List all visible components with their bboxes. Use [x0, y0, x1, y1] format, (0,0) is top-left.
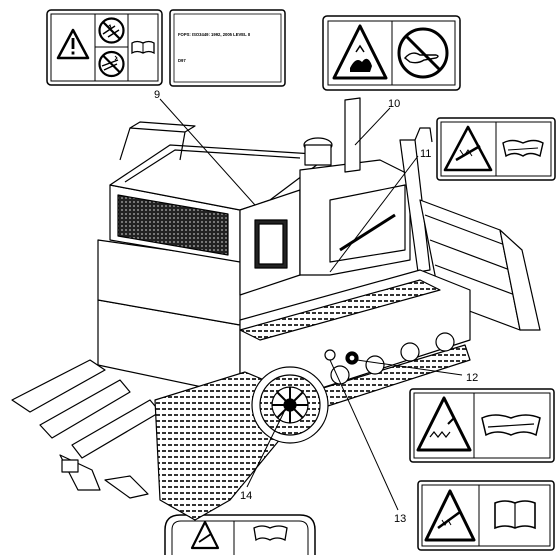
- hand-crush-warning-icon: [332, 24, 388, 80]
- callout-14: 14: [240, 490, 252, 502]
- callout-11: 11: [420, 148, 431, 160]
- spring-pressure-warning-icon: [416, 396, 472, 452]
- hand-manual-icon: [253, 525, 288, 542]
- bulldozer-drawing: [11, 97, 541, 521]
- open-book-icon: [494, 500, 536, 530]
- decal-spring-pressure-middle: [409, 388, 555, 463]
- decal-warning-no-weld: [46, 9, 163, 86]
- decal-spring-book-bottom: [417, 480, 555, 551]
- hand-manual-icon: [481, 414, 541, 437]
- manual-book-icon: [131, 40, 155, 55]
- decal-spring-pressure-top: [436, 117, 556, 181]
- callout-10: 10: [388, 98, 400, 110]
- fops-certification-label: FOPS: ISO3449: 1992, 2005 LEVEL II D97: [169, 9, 286, 87]
- hand-manual-icon: [502, 139, 544, 158]
- fops-model-text: D97: [178, 58, 186, 63]
- spring-pressure-warning-icon: [424, 489, 476, 542]
- no-welding-icon: [98, 17, 125, 44]
- fops-standard-text: FOPS: ISO3449: 1992, 2005 LEVEL II: [178, 32, 250, 37]
- spring-pressure-warning-icon: [443, 125, 493, 172]
- callout-13: 13: [394, 513, 406, 525]
- spring-pressure-warning-icon: [190, 520, 220, 550]
- callout-12: 12: [466, 372, 478, 384]
- leader-lines: [159, 98, 463, 511]
- decal-hand-crush: [322, 15, 461, 91]
- decal-spring-manual-bottom-center: [164, 514, 316, 555]
- callout-9: 9: [154, 89, 160, 101]
- no-hand-symbol-icon: [397, 27, 449, 79]
- exclamation-warning-icon: [56, 28, 90, 60]
- no-cutting-icon: [98, 50, 125, 78]
